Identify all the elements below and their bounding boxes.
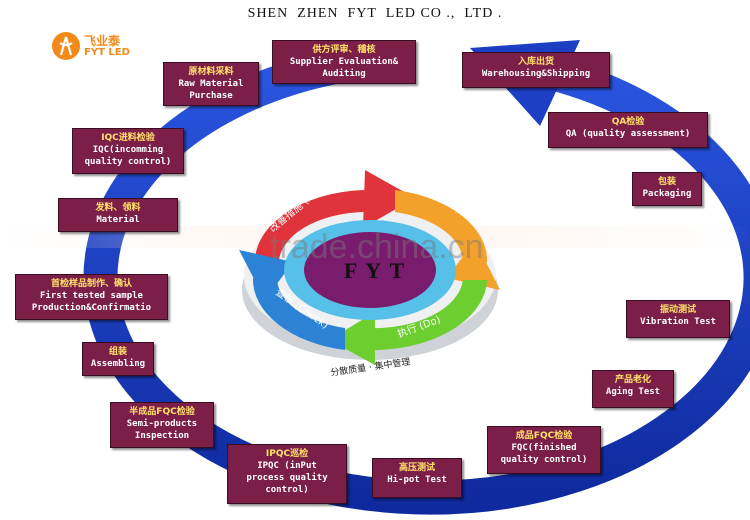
step-label-en: Packaging [642,189,692,199]
step-warehousing-shipping: 入库出货 Warehousing&Shipping [462,52,610,88]
step-label-cn: QA检验 [611,117,645,127]
step-ipqc: IPQC巡检 IPQC (inPut process quality contr… [227,444,347,504]
step-label-cn: 半成品FQC检验 [129,407,195,417]
step-aging-test: 产品老化 Aging Test [592,370,674,408]
act-arrow-icon [363,170,415,228]
step-label-en: Supplier Evaluation& Auditing [289,57,399,79]
step-raw-material-purchase: 原材料采料 Raw Material Purchase [163,62,259,106]
do-arrow-icon [329,312,375,365]
step-hipot-test: 高压测试 Hi-pot Test [372,458,462,498]
plan-segment [395,190,488,262]
step-label-en: Hi-pot Test [387,475,447,485]
step-label-cn: 入库出货 [517,57,554,67]
step-label-cn: 首检样品制作、确认 [50,279,132,289]
step-assembling: 组装 Assembling [82,342,154,376]
plan-arrow-icon [447,240,500,290]
step-label-cn: 原材料采料 [188,67,234,77]
pdca-core [304,232,436,308]
step-label-en: IPQC (inPut process quality control) [246,461,328,495]
step-label-en: IQC(incomming quality control) [84,145,172,167]
logo-text-cn: 飞业泰 [84,34,121,48]
step-label-en: FQC(finished quality control) [500,443,588,465]
step-label-cn: 高压测试 [398,463,435,473]
step-iqc: IQC进料检验 IQC(incomming quality control) [72,128,184,174]
step-label-cn: 供方评审、稽核 [312,45,376,55]
step-label-en: Semi-products Inspection [126,419,198,441]
check-segment [252,278,345,350]
step-label-cn: IPQC巡检 [265,449,309,459]
step-label-en: Vibration Test [640,317,716,327]
step-vibration-test: 振动测试 Vibration Test [626,300,730,338]
step-label-cn: IQC进料检验 [101,133,155,143]
step-label-en: First tested sample Production&Confirmat… [31,291,152,313]
step-label-en: Warehousing&Shipping [481,69,591,79]
check-arrow-icon [239,250,293,300]
step-material: 发料、领料 Material [58,198,178,232]
do-segment [365,280,487,351]
step-label-en: Raw Material Purchase [178,79,244,101]
step-label-cn: 组装 [108,347,127,357]
step-label-cn: 发料、领料 [95,203,141,213]
step-first-sample: 首检样品制作、确认 First tested sample Production… [15,274,168,320]
step-label-en: Material [96,215,140,225]
step-label-en: QA (quality assessment) [565,129,691,139]
step-fqc: 成品FQC检验 FQC(finished quality control) [487,426,601,474]
logo-mark-icon [52,32,80,60]
watermark: trade.china.cn [270,228,484,266]
step-label-en: Aging Test [605,387,661,397]
step-packaging: 包装 Packaging [632,172,702,206]
step-qa: QA检验 QA (quality assessment) [548,112,708,148]
step-semi-products-inspection: 半成品FQC检验 Semi-products Inspection [110,402,214,448]
step-label-cn: 成品FQC检验 [515,431,573,441]
step-label-cn: 产品老化 [614,375,651,385]
step-supplier-evaluation: 供方评审、稽核 Supplier Evaluation& Auditing [272,40,416,84]
step-label-en: Assembling [90,359,146,369]
pdca-brand: F Y T [344,258,407,283]
company-logo: 飞业泰 FYT LED [52,30,162,64]
logo-text-en: FYT LED [84,47,130,58]
act-segment [255,189,375,260]
step-label-cn: 包装 [657,177,676,187]
step-label-cn: 振动测试 [659,305,696,315]
company-header: SHEN ZHEN FYT LED CO ., LTD . [247,6,503,21]
pdca-diagram [239,170,500,365]
